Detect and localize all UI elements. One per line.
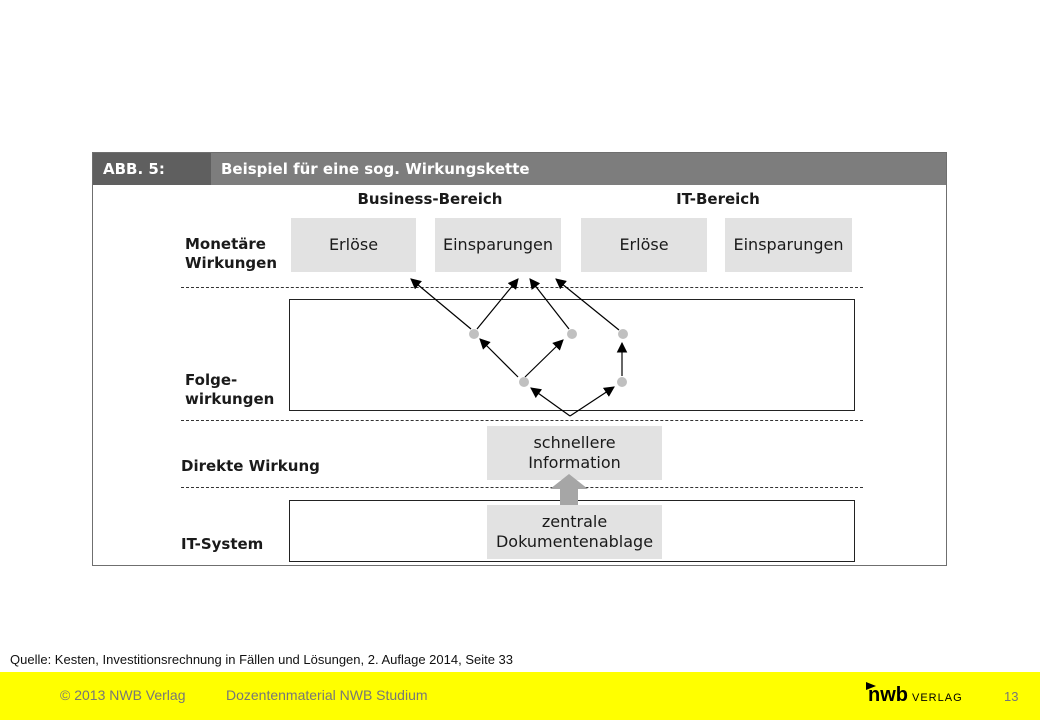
figure-header: ABB. 5: Beispiel für eine sog. Wirkungsk…	[93, 153, 946, 185]
box-it-system-line2: Dokumentenablage	[495, 532, 654, 551]
box-direct-effect: schnellere Information	[487, 426, 662, 480]
box-it-savings: Einsparungen	[725, 218, 852, 272]
row-label-follow: Folge- wirkungen	[185, 371, 274, 409]
box-direct-effect-line2: Information	[528, 453, 621, 472]
footer-course: Dozentenmaterial NWB Studium	[226, 687, 428, 703]
row-label-follow-line1: Folge-	[185, 371, 238, 389]
row-label-monetary: Monetäre Wirkungen	[185, 235, 277, 273]
row-label-system: IT-System	[181, 535, 264, 553]
arrow-node-d-to-node-a	[479, 338, 519, 378]
frame-follow-effects	[289, 299, 855, 411]
row-label-monetary-line2: Wirkungen	[185, 254, 278, 272]
figure-number: ABB. 5:	[93, 153, 211, 185]
logo-arrow-icon	[866, 682, 876, 690]
box-business-savings: Einsparungen	[435, 218, 561, 272]
box-it-revenue: Erlöse	[581, 218, 707, 272]
row-label-monetary-line1: Monetäre	[185, 235, 266, 253]
nwb-logo: nwb VERLAG	[866, 682, 963, 707]
page-number: 13	[1004, 689, 1019, 704]
row-label-follow-line2: wirkungen	[185, 390, 275, 408]
arrow-node-d-to-node-b	[524, 339, 564, 378]
divider-2	[181, 420, 863, 421]
box-it-system: zentrale Dokumentenablage	[487, 505, 662, 559]
column-header-it: IT-Bereich	[676, 190, 760, 208]
footer-bar: © 2013 NWB Verlag Dozentenmaterial NWB S…	[0, 672, 1040, 720]
footer-copyright: © 2013 NWB Verlag	[60, 687, 186, 703]
arrow-node-b-to-business-savings	[529, 278, 570, 330]
source-citation: Quelle: Kesten, Investitionsrechnung in …	[10, 652, 514, 667]
effect-chain-connectors	[410, 278, 628, 505]
figure-title: Beispiel für eine sog. Wirkungskette	[221, 160, 530, 178]
big-up-arrow	[550, 474, 588, 505]
arrow-direct-to-node-e	[569, 386, 615, 417]
box-business-revenue: Erlöse	[291, 218, 416, 272]
column-header-business: Business-Bereich	[357, 190, 503, 208]
box-direct-effect-line1: schnellere	[533, 433, 616, 452]
node-a	[469, 329, 479, 339]
divider-1	[181, 287, 863, 288]
divider-3	[181, 487, 863, 488]
node-e	[617, 377, 627, 387]
arrow-node-c-to-business-savings	[555, 278, 620, 331]
node-b	[567, 329, 577, 339]
arrow-node-a-to-business-savings	[476, 278, 519, 330]
box-it-system-line1: zentrale	[541, 512, 608, 531]
arrow-direct-to-node-d	[530, 387, 571, 417]
node-d	[519, 377, 529, 387]
node-c	[618, 329, 628, 339]
figure-wirkungskette: ABB. 5: Beispiel für eine sog. Wirkungsk…	[92, 152, 947, 566]
logo-sub-text: VERLAG	[912, 692, 963, 704]
row-label-direct: Direkte Wirkung	[181, 457, 320, 475]
logo-main-text: nwb	[868, 684, 908, 706]
arrow-node-a-to-business-revenue	[410, 278, 472, 330]
